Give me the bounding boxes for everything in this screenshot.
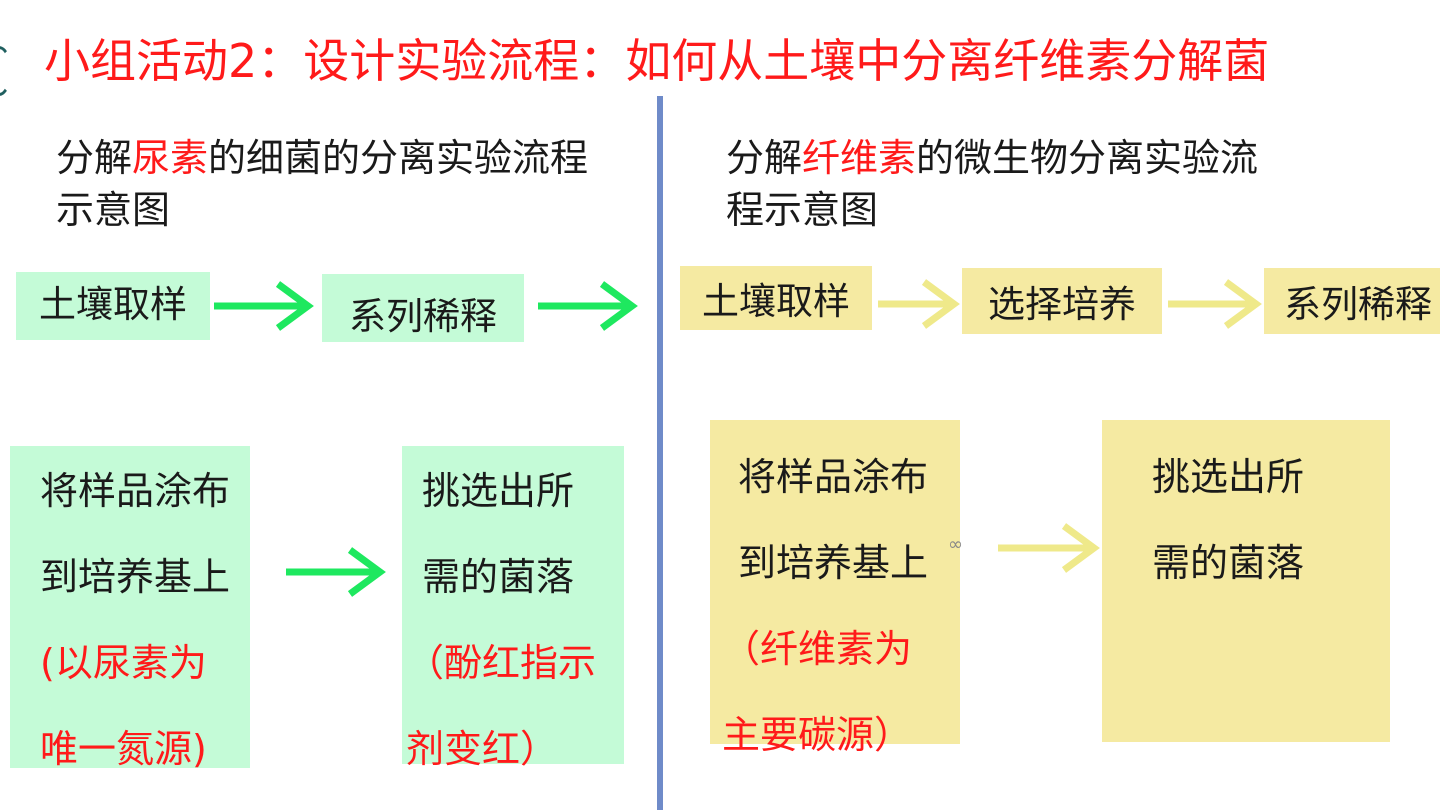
slide-edge-decoration xyxy=(0,46,12,96)
right-plating-note2: 主要碳源） xyxy=(722,713,913,757)
right-arrow-2 xyxy=(1168,279,1262,329)
right-selection-line1: 挑选出所 xyxy=(1152,455,1305,499)
left-step-soil-sampling: 土壤取样 xyxy=(16,272,210,340)
left-heading-prefix: 分解 xyxy=(56,136,133,180)
right-step-soil-sampling: 土壤取样 xyxy=(680,266,872,330)
left-step-soil-sampling-label: 土壤取样 xyxy=(39,283,187,326)
left-step-serial-dilution-label: 系列稀释 xyxy=(349,295,497,338)
left-step-plating: 将样品涂布 到培养基上 (以尿素为 唯一氮源) xyxy=(10,446,250,771)
left-heading-suffix: 的细菌的分离实验流程 xyxy=(208,136,589,180)
link-icon: ∞ xyxy=(948,534,963,555)
left-arrow-1 xyxy=(214,281,314,331)
right-step-selective-culture-label: 选择培养 xyxy=(988,283,1136,326)
right-heading-suffix: 的微生物分离实验流 xyxy=(916,136,1259,180)
right-step-serial-dilution-label: 系列稀释 xyxy=(1284,283,1432,326)
left-heading-line2: 示意图 xyxy=(56,188,171,232)
right-heading: 分解纤维素的微生物分离实验流 程示意图 xyxy=(726,132,1326,236)
right-plating-line2: 到培养基上 xyxy=(738,541,929,585)
slide-title: 小组活动2：设计实验流程：如何从土壤中分离纤维素分解菌 xyxy=(44,34,1270,88)
right-arrow-1 xyxy=(878,279,960,329)
left-step-colony-selection: 挑选出所 需的菌落 （酚红指示 剂变红） xyxy=(402,446,624,771)
right-heading-highlight: 纤维素 xyxy=(802,136,917,180)
left-selection-line2: 需的菌落 xyxy=(422,555,575,599)
right-step-soil-sampling-label: 土壤取样 xyxy=(702,280,850,323)
left-arrow-3 xyxy=(286,547,386,597)
left-plating-line1: 将样品涂布 xyxy=(40,469,231,513)
left-step-serial-dilution: 系列稀释 xyxy=(322,274,524,342)
right-selection-line2: 需的菌落 xyxy=(1152,541,1305,585)
right-step-serial-dilution: 系列稀释 xyxy=(1264,268,1440,334)
right-plating-line1: 将样品涂布 xyxy=(738,455,929,499)
left-selection-line1: 挑选出所 xyxy=(422,469,575,513)
right-step-plating: 将样品涂布 到培养基上 （纤维素为 主要碳源） xyxy=(710,420,960,757)
right-step-colony-selection: 挑选出所 需的菌落 xyxy=(1102,420,1390,742)
left-heading: 分解尿素的细菌的分离实验流程 示意图 xyxy=(56,132,636,236)
left-selection-note2: 剂变红） xyxy=(406,727,559,771)
left-plating-line2: 到培养基上 xyxy=(40,555,231,599)
right-heading-line2: 程示意图 xyxy=(726,188,879,232)
right-arrow-3 xyxy=(998,523,1100,573)
left-heading-highlight: 尿素 xyxy=(132,136,209,180)
right-step-selective-culture: 选择培养 xyxy=(962,268,1162,334)
left-arrow-2 xyxy=(538,281,638,331)
left-plating-note2: 唯一氮源) xyxy=(40,727,207,771)
right-heading-prefix: 分解 xyxy=(726,136,803,180)
column-divider xyxy=(657,96,663,810)
left-selection-note1: （酚红指示 xyxy=(406,641,597,685)
left-plating-note1: (以尿素为 xyxy=(40,641,207,685)
right-plating-note1: （纤维素为 xyxy=(722,627,913,671)
